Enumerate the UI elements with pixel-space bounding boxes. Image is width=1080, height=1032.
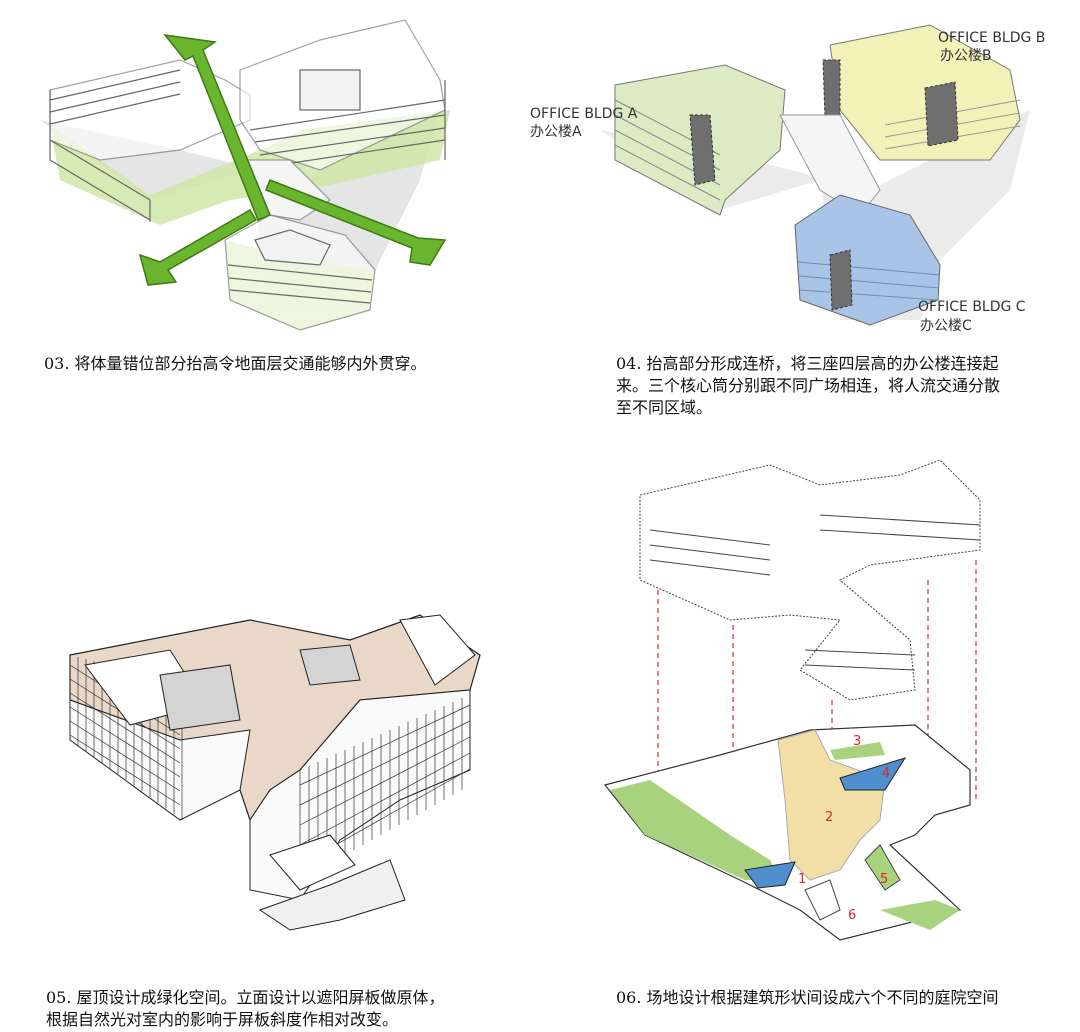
central-plaza <box>777 729 886 881</box>
arrow-southeast <box>265 179 447 266</box>
arrow-southwest <box>138 208 258 286</box>
caption-04: 04. 抬高部分形成连桥，将三座四层高的办公楼连接起 来。三个核心筒分别跟不同广… <box>616 353 1076 419</box>
caption-05: 05. 屋顶设计成绿化空间。立面设计以遮阳屏板做原体， 根据自然光对室内的影响于… <box>46 987 526 1031</box>
arrow-north <box>163 33 271 221</box>
green-strip-south <box>880 900 960 930</box>
facade-mullion <box>69 720 181 792</box>
label-bldg-a-cn: 办公楼A <box>530 124 582 140</box>
caption-04-line-3: 至不同区域。 <box>616 398 713 417</box>
diagram-05 <box>69 614 481 931</box>
courtyard-number-6: 6 <box>848 908 856 923</box>
green-strip-north <box>830 742 885 760</box>
caption-04-line-2: 来。三个核心筒分别跟不同广场相连，将人流交通分散 <box>616 376 1001 395</box>
panel-03: 03. 将体量错位部分抬高令地面层交通能够内外贯穿。 <box>0 0 540 420</box>
caption-06: 06. 场地设计根据建筑形状间设成六个不同的庭院空间 <box>616 988 999 1007</box>
facade-mullion <box>299 736 471 826</box>
office-bldg-b <box>822 24 1021 161</box>
courtyard-number-4: 4 <box>882 766 890 781</box>
core-a <box>689 114 716 186</box>
diagram-06: 1 2 3 4 5 6 <box>603 459 981 941</box>
circulation-arrows <box>138 33 447 286</box>
green-strip-west <box>610 780 780 880</box>
label-bldg-b-en: OFFICE BLDG B <box>938 30 1045 46</box>
diagram-04: OFFICE BLDG A 办公楼A OFFICE BLDG B 办公楼B OF… <box>530 24 1045 334</box>
label-bldg-c-en: OFFICE BLDG C <box>918 299 1026 315</box>
roof-white-c <box>269 834 356 891</box>
courtyard-number-3: 3 <box>853 734 861 749</box>
facade-mullion <box>69 706 181 778</box>
panel-04: OFFICE BLDG A 办公楼A OFFICE BLDG B 办公楼B OF… <box>530 0 1080 420</box>
garden-5 <box>864 844 901 891</box>
panel-06: 1 2 3 4 5 6 06. 场地设计根据建筑形状间设成六个不同的庭院空间 <box>540 440 1080 1032</box>
courtyard-number-2: 2 <box>825 810 833 825</box>
core-b-1 <box>822 59 841 119</box>
facade-mullion <box>69 692 181 764</box>
water-feature-1 <box>744 861 796 889</box>
core-c <box>829 249 853 311</box>
label-bldg-c-cn: 办公楼C <box>920 318 972 334</box>
courtyard-a <box>159 664 241 731</box>
courtyard-b <box>299 644 361 686</box>
diagram-03 <box>40 19 450 331</box>
caption-05-line-2: 根据自然光对室内的影响于屏板斜度作相对改变。 <box>46 1010 399 1029</box>
courtyard-6 <box>804 879 841 921</box>
courtyard-number-5: 5 <box>880 872 888 887</box>
office-bldg-c <box>794 194 941 326</box>
block-b <box>239 19 446 171</box>
bridge <box>779 114 881 216</box>
floating-building <box>639 459 981 701</box>
caption-04-line-1: 04. 抬高部分形成连桥，将三座四层高的办公楼连接起 <box>616 354 999 373</box>
block-c <box>224 214 376 331</box>
panel-05: 05. 屋顶设计成绿化空间。立面设计以遮阳屏板做原体， 根据自然光对室内的影响于… <box>0 440 540 1032</box>
facade-mullion <box>299 704 471 786</box>
office-bldg-a <box>614 64 786 216</box>
label-bldg-a-en: OFFICE BLDG A <box>530 106 638 122</box>
courtyard-number-1: 1 <box>798 872 806 887</box>
roof-white-b <box>399 614 476 686</box>
core-b-2 <box>924 81 959 147</box>
caption-05-line-1: 05. 屋顶设计成绿化空间。立面设计以遮阳屏板做原体， <box>46 988 445 1007</box>
facade-mullion <box>299 752 471 846</box>
caption-03: 03. 将体量错位部分抬高令地面层交通能够内外贯穿。 <box>44 354 427 373</box>
label-bldg-b-cn: 办公楼B <box>940 48 992 64</box>
water-feature-4 <box>839 757 907 791</box>
facade-mullion <box>69 734 181 806</box>
facade-mullion <box>299 720 471 806</box>
